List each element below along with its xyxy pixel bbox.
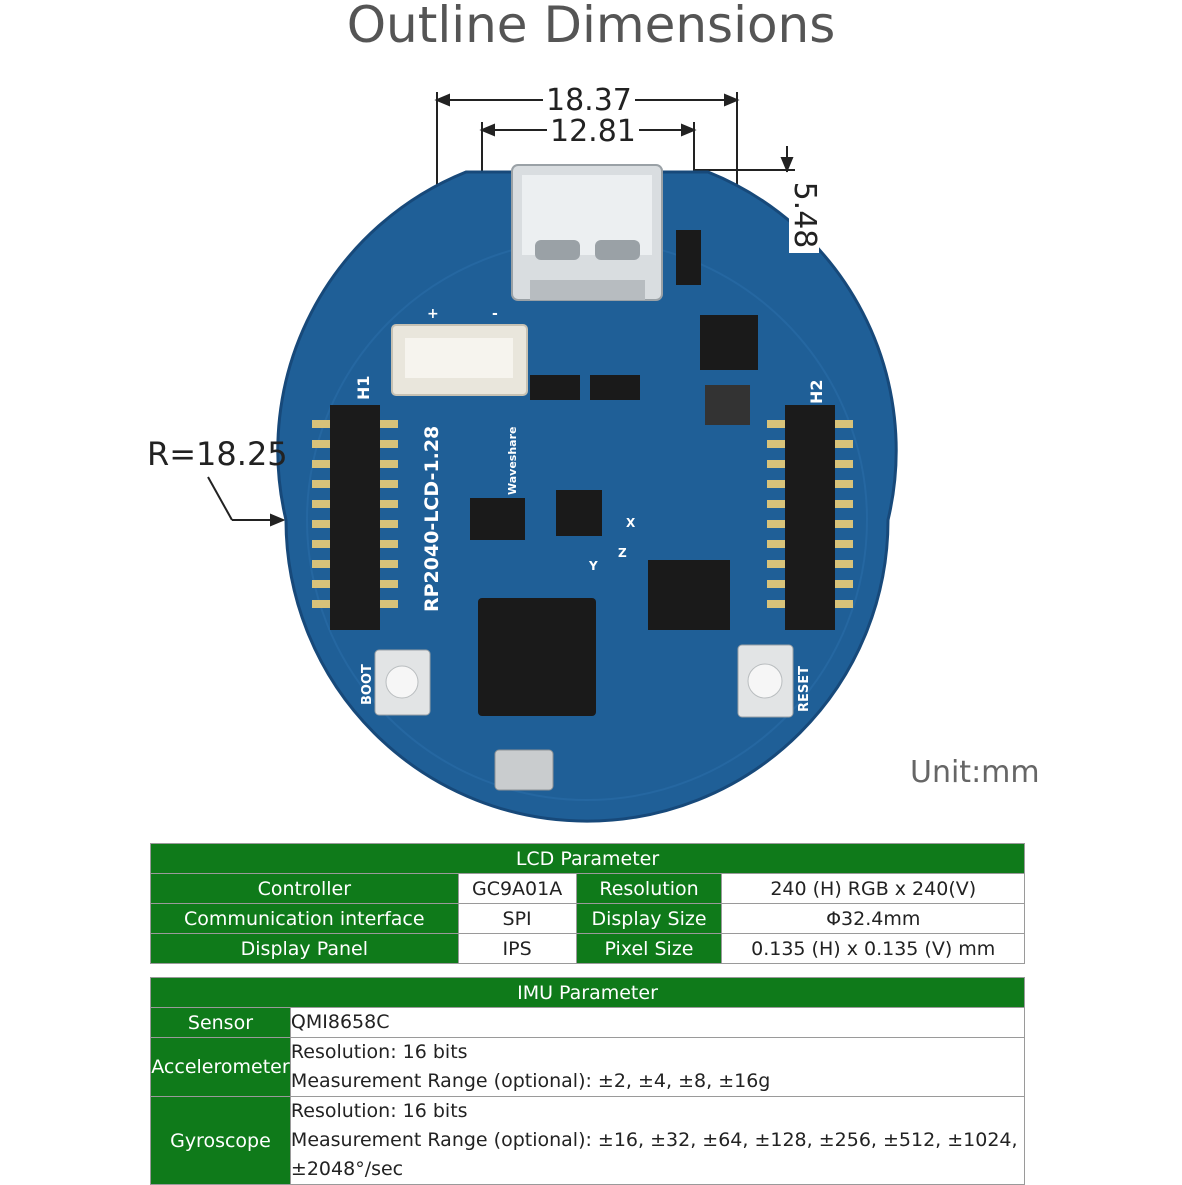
- imu-parameter-table: IMU Parameter Sensor QMI8658C Accelerome…: [150, 977, 1026, 1185]
- connector-height-label: 5.48: [787, 177, 822, 253]
- table-cell: Display Size: [575, 903, 723, 934]
- imu-chip: [648, 560, 730, 630]
- table-cell: 240 (H) RGB x 240(V): [721, 873, 1025, 904]
- overall-width-label: 18.37: [543, 86, 635, 116]
- unit-label: Unit:mm: [910, 755, 1040, 790]
- mosfet-1: [530, 375, 580, 400]
- table-cell: Communication interface: [150, 903, 459, 934]
- table-cell: IPS: [457, 933, 577, 964]
- lcd-parameter-table: LCD Parameter Controller GC9A01A Resolut…: [150, 843, 1025, 964]
- table-cell: Accelerometer: [150, 1037, 291, 1097]
- table-cell: Resolution: 16 bits Measurement Range (o…: [289, 1096, 1026, 1185]
- table-row: Gyroscope Resolution: 16 bits Measuremen…: [150, 1096, 1026, 1185]
- charger-chip: [700, 315, 758, 370]
- table-row: Controller GC9A01A Resolution 240 (H) RG…: [150, 873, 1025, 904]
- table-cell: GC9A01A: [457, 873, 577, 904]
- buttons: [374, 644, 794, 718]
- header-h2-label: H2: [807, 379, 826, 404]
- page-title: Outline Dimensions: [346, 0, 836, 54]
- reset-label: RESET: [797, 666, 812, 712]
- table-row: Communication interface SPI Display Size…: [150, 903, 1025, 934]
- table-cell: 0.135 (H) x 0.135 (V) mm: [721, 933, 1025, 964]
- table-cell: Controller: [150, 873, 459, 904]
- minus-label: -: [492, 306, 498, 322]
- rp2040-chip: [478, 598, 596, 716]
- accel-line: Resolution: 16 bits: [290, 1041, 468, 1063]
- regulator-chip: [470, 498, 525, 540]
- inductor: [705, 385, 750, 425]
- table-cell: QMI8658C: [289, 1007, 1026, 1038]
- plus-label: +: [427, 306, 439, 322]
- table-cell: Display Panel: [150, 933, 459, 964]
- sensor-value: QMI8658C: [290, 1011, 390, 1033]
- chips: [470, 230, 758, 716]
- table-cell: SPI: [457, 903, 577, 934]
- usb-c-connector: [511, 164, 663, 301]
- accel-line: Measurement Range (optional): ±2, ±4, ±8…: [290, 1070, 771, 1092]
- mosfet-2: [590, 375, 640, 400]
- flash-chip: [556, 490, 602, 536]
- table-cell: Φ32.4mm: [721, 903, 1025, 934]
- table-cell: Sensor: [150, 1007, 291, 1038]
- brand-label: Waveshare: [506, 427, 519, 495]
- diode: [676, 230, 701, 285]
- gyro-line: Measurement Range (optional): ±16, ±32, …: [290, 1129, 1018, 1151]
- axis-y-label: Y: [588, 559, 598, 573]
- axis-z-label: Z: [618, 546, 627, 560]
- gyro-line: ±2048°/sec: [290, 1158, 404, 1180]
- table-cell: Resolution: [575, 873, 723, 904]
- table-cell: Gyroscope: [150, 1096, 291, 1185]
- header-h1: [312, 405, 398, 630]
- header-h2: [767, 405, 853, 630]
- table-row: Sensor QMI8658C: [150, 1007, 1026, 1038]
- radius-label: R=18.25: [147, 435, 288, 473]
- board-name-label: RP2040-LCD-1.28: [421, 426, 443, 612]
- gyro-line: Resolution: 16 bits: [290, 1100, 468, 1122]
- table-row: Display Panel IPS Pixel Size 0.135 (H) x…: [150, 933, 1025, 964]
- board-drawing: RP2040-LCD-1.28 Waveshare H1 H2 BOOT RES…: [207, 92, 898, 823]
- boot-label: BOOT: [360, 664, 375, 705]
- axis-x-label: X: [626, 516, 636, 530]
- crystal: [494, 749, 554, 791]
- battery-connector: [391, 324, 528, 396]
- table-cell: Pixel Size: [575, 933, 723, 964]
- connector-width-label: 12.81: [547, 117, 639, 147]
- table-row: Accelerometer Resolution: 16 bits Measur…: [150, 1037, 1026, 1097]
- lcd-table-heading: LCD Parameter: [150, 843, 1025, 874]
- table-cell: Resolution: 16 bits Measurement Range (o…: [289, 1037, 1026, 1097]
- imu-table-heading: IMU Parameter: [150, 977, 1025, 1008]
- header-h1-label: H1: [354, 375, 373, 400]
